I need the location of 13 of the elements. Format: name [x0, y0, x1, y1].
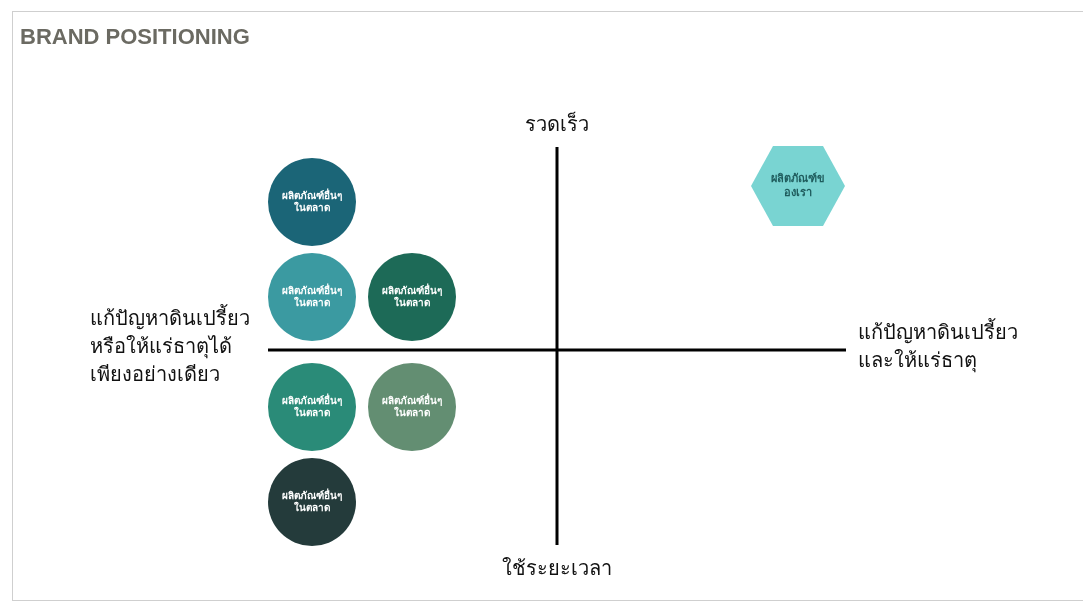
product-label: ผลิตภัณฑ์อื่นๆในตลาด	[281, 284, 343, 310]
axis-label: แก้ปัญหาดินเปรี้ยวหรือให้แร่ธาตุได้เพียงอย่างเดียว	[90, 304, 251, 388]
product-label: ผลิตภัณฑ์อื่นๆในตลาด	[381, 394, 443, 420]
product-label: ผลิตภัณฑ์อื่นๆในตลาด	[381, 284, 443, 310]
product-label: ผลิตภัณฑ์อื่นๆในตลาด	[281, 489, 343, 515]
axis-label: รวดเร็ว	[524, 110, 590, 138]
product-label: ผลิตภัณฑ์อื่นๆในตลาด	[281, 189, 343, 215]
product-label: ผลิตภัณฑ์ของเรา	[770, 172, 826, 200]
title: BRAND POSITIONING	[20, 24, 250, 50]
axis-label: แก้ปัญหาดินเปรี้ยวและให้แร่ธาตุ	[858, 318, 1019, 374]
product-label: ผลิตภัณฑ์อื่นๆในตลาด	[281, 394, 343, 420]
axis-label: ใช้ระยะเวลา	[501, 555, 613, 582]
product-hexagon	[751, 146, 845, 226]
